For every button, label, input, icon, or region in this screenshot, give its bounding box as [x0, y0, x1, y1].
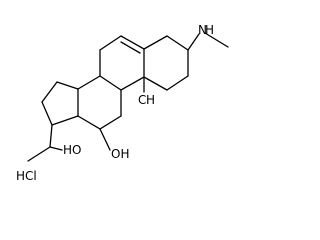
structure-diagram: N H C H OH HO HCl — [16, 23, 229, 183]
angular-methyl-carbon-label: C — [138, 93, 146, 107]
angular-methyl-hydrogen-label: H — [146, 93, 155, 107]
salt-label: HCl — [16, 169, 37, 183]
ring-a — [143, 35, 189, 91]
ring-d — [41, 81, 79, 126]
ring-c — [77, 75, 122, 130]
methylamino-nitrogen-label: N — [198, 23, 207, 37]
side-chain-hydroxyl-label: HO — [63, 143, 81, 157]
hydroxymethyl-label: OH — [111, 147, 129, 161]
methylamino-hydrogen-label: H — [205, 23, 214, 37]
ring-b — [99, 35, 145, 91]
substituents — [27, 32, 229, 162]
